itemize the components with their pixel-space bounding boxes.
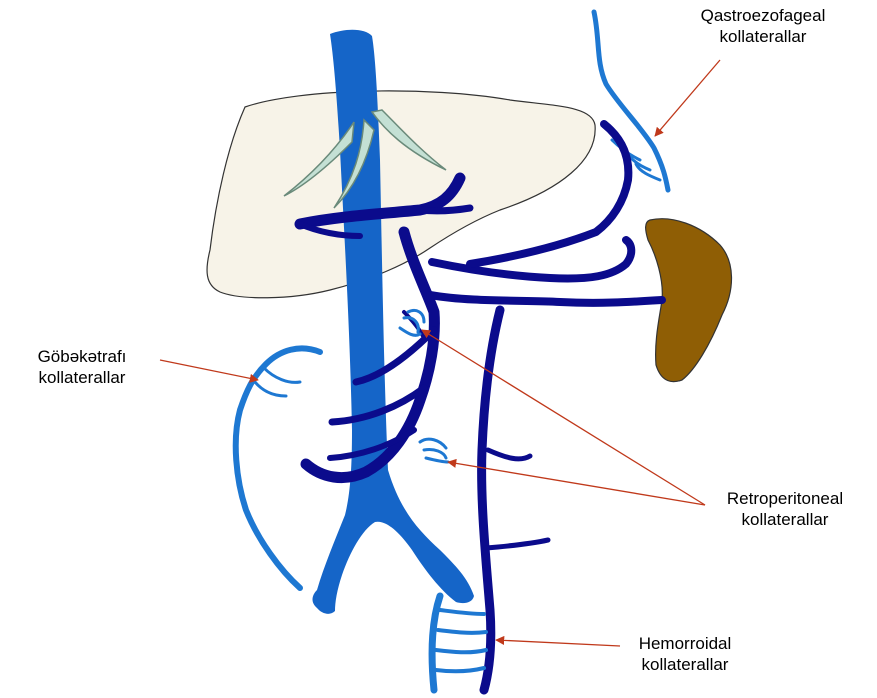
liver [207, 91, 595, 298]
label-retroperitoneal-collaterals: Retroperitoneal kollaterallar [700, 488, 870, 530]
label-gastroesophageal-line2: kollaterallar [678, 26, 848, 47]
arrow-hemorrhoidal [496, 640, 620, 646]
label-paraumbilical-line2: kollaterallar [2, 367, 162, 388]
label-paraumbilical-line1: Göbəkətrafı [2, 346, 162, 367]
label-paraumbilical-collaterals: Göbəkətrafı kollaterallar [2, 346, 162, 388]
arrow-paraumbilical [160, 360, 258, 380]
label-gastroesophageal-line1: Qastroezofageal [678, 5, 848, 26]
label-retroperitoneal-line1: Retroperitoneal [700, 488, 870, 509]
hemorrhoidal-collateral-vessels [432, 596, 486, 690]
label-hemorrhoidal-collaterals: Hemorroidal kollaterallar [610, 633, 760, 675]
arrow-gastroesophageal [655, 60, 720, 136]
label-hemorrhoidal-line1: Hemorroidal [610, 633, 760, 654]
label-gastroesophageal-collaterals: Qastroezofageal kollaterallar [678, 5, 848, 47]
label-retroperitoneal-line2: kollaterallar [700, 509, 870, 530]
label-hemorrhoidal-line2: kollaterallar [610, 654, 760, 675]
